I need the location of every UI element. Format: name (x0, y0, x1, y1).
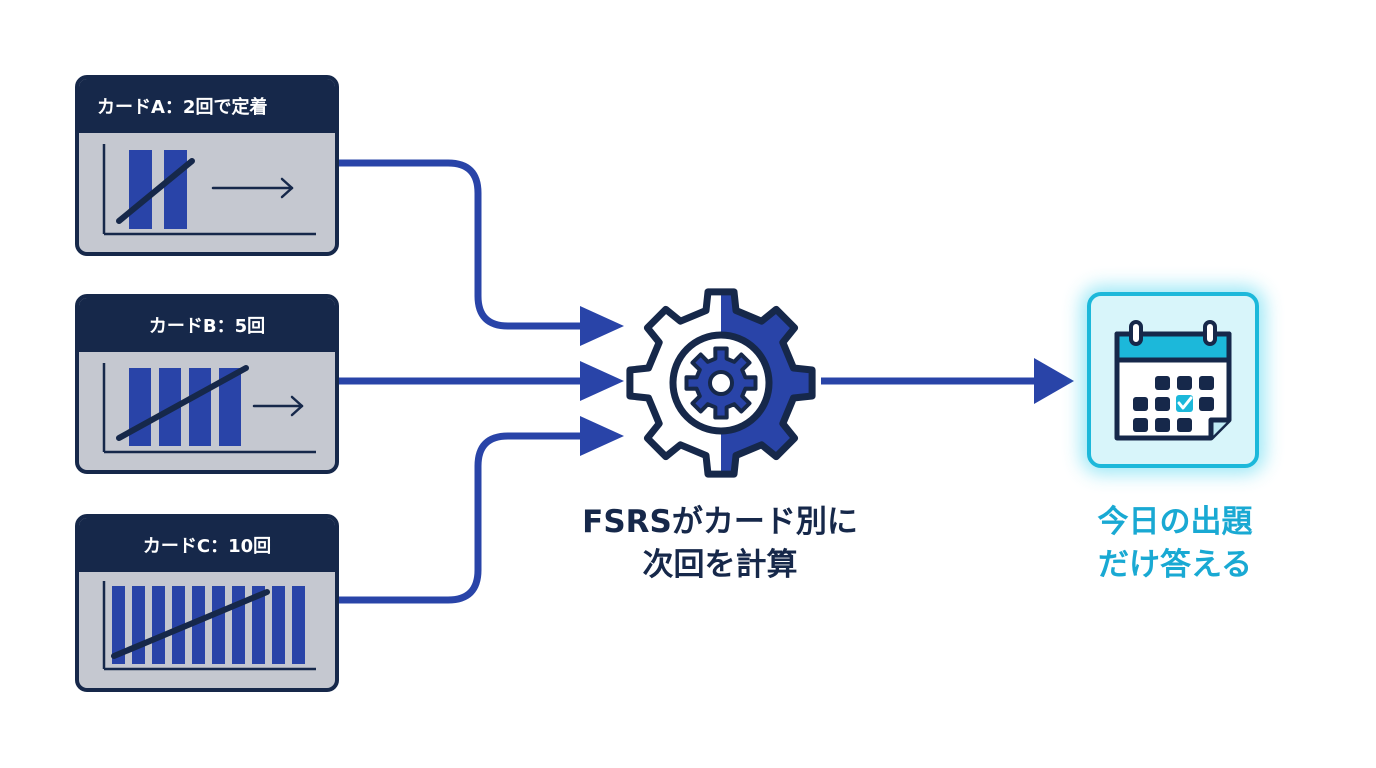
card-b-trend-line (116, 365, 249, 441)
card-b-bar-1 (129, 368, 151, 446)
card-c-bar-4 (172, 586, 185, 664)
card-c-bar-7 (232, 586, 245, 664)
card-a-trend-line (116, 158, 195, 224)
connector-card-a (339, 159, 585, 330)
checkmark-icon (1177, 396, 1193, 410)
card-c-title: カードC：10回 (79, 518, 335, 572)
card-c-bar-6 (212, 586, 225, 664)
connector-card-c (339, 432, 585, 604)
card-a-forward-arrow (211, 177, 294, 199)
card-a-bar-1 (129, 150, 152, 229)
card-b-forward-arrow (252, 395, 304, 417)
scheduler-caption: FSRSがカード別に 次回を計算 (540, 501, 900, 587)
scheduler-caption-line-2: 次回を計算 (642, 547, 798, 583)
card-c-bar-9 (272, 586, 285, 664)
card-c-bar-8 (252, 586, 265, 664)
arrowhead-card-c (580, 416, 624, 456)
card-b-chart (102, 363, 316, 454)
card-c-bar-5 (192, 586, 205, 664)
output-caption-line-1: 今日の出題 (1097, 504, 1253, 540)
calendar-tile (1087, 292, 1259, 468)
card-c-bar-10 (292, 586, 305, 664)
card-c-bar-1 (112, 586, 125, 664)
card-c-bar-2 (132, 586, 145, 664)
card-b-title: カードB：5回 (79, 298, 335, 352)
gear-icon (626, 288, 816, 478)
calendar-icon (1114, 320, 1232, 441)
scheduler-caption-line-1: FSRSがカード別に (582, 504, 858, 540)
card-a-chart (102, 144, 316, 236)
arrowhead-card-a (580, 306, 624, 346)
card-c-chart (102, 581, 316, 671)
card-a: カードA：2回で定着 (75, 75, 339, 256)
card-b: カードB：5回 (75, 294, 339, 474)
output-caption: 今日の出題 だけ答える (1040, 501, 1310, 587)
arrowhead-output (1034, 358, 1074, 404)
card-b-bar-3 (189, 368, 211, 446)
card-c-trend-line (111, 589, 270, 659)
output-caption-line-2: だけ答える (1097, 547, 1253, 583)
card-c-bar-3 (152, 586, 165, 664)
card-c: カードC：10回 (75, 514, 339, 692)
card-a-bar-2 (164, 150, 187, 229)
arrowhead-card-b (580, 361, 624, 401)
card-b-bar-4 (219, 368, 241, 446)
card-a-title: カードA：2回で定着 (79, 79, 335, 133)
